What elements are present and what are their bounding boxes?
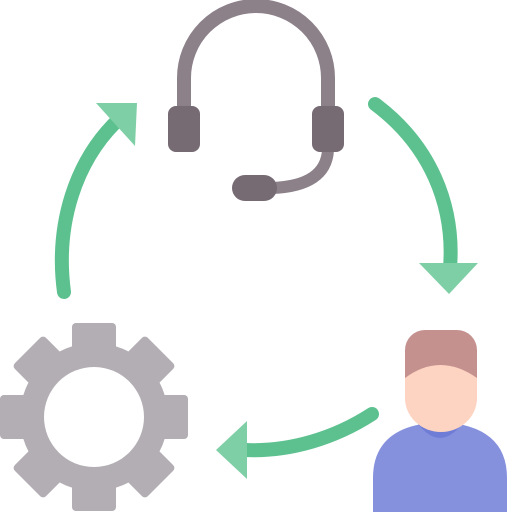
cycle-arrow-icon xyxy=(54,103,137,299)
cycle-arrow-icon xyxy=(216,407,379,479)
gear-hole xyxy=(44,367,144,467)
headset-icon xyxy=(168,0,344,201)
user-face xyxy=(405,365,477,432)
headset-microphone xyxy=(232,175,277,201)
user-icon xyxy=(373,330,507,512)
headset-right-earpiece xyxy=(312,106,344,152)
arrow-shaft-right xyxy=(368,97,458,275)
cycle-arrow-icon xyxy=(368,97,478,294)
arrow-head-bottom xyxy=(216,421,247,479)
headset-band xyxy=(177,0,335,122)
arrow-shaft-bottom xyxy=(238,407,379,458)
user-shirt xyxy=(373,422,507,512)
headset-left-earpiece xyxy=(168,106,200,152)
arrow-head-right xyxy=(419,263,478,294)
arrow-shaft-left xyxy=(54,111,127,299)
arrow-head-left xyxy=(96,103,137,146)
gear-icon xyxy=(0,323,188,511)
headset-mic-boom xyxy=(266,144,334,194)
